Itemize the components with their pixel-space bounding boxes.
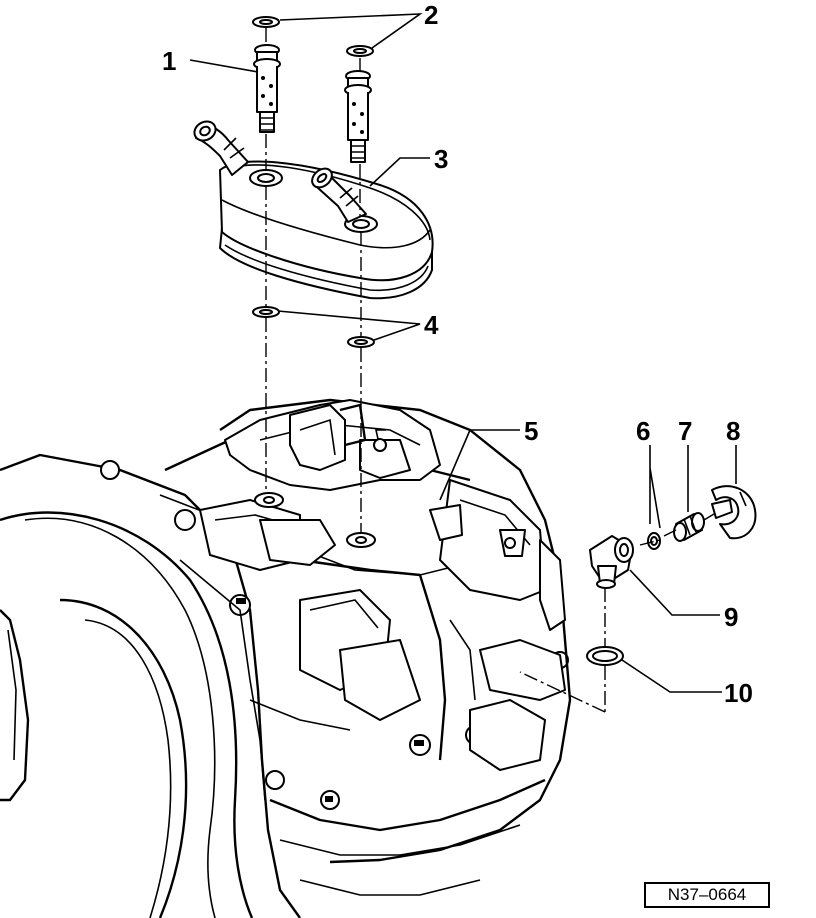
assembly-lines [265, 28, 715, 713]
atf-cooler [193, 120, 434, 300]
callout-7: 7 [678, 416, 692, 446]
transmission-housing [0, 398, 572, 918]
callout-10: 10 [724, 678, 753, 708]
seal-ring-6 [647, 532, 661, 550]
callout-3: 3 [434, 144, 448, 174]
hollow-bolt-right [344, 70, 372, 163]
callout-5: 5 [524, 416, 538, 446]
o-ring-upper-left [252, 16, 280, 28]
callout-6: 6 [636, 416, 650, 446]
callout-2: 2 [424, 0, 438, 30]
callout-9: 9 [724, 602, 738, 632]
o-ring-lower-right [347, 336, 375, 348]
union-fitting-7 [673, 512, 705, 542]
o-ring-lower-left [252, 306, 280, 318]
o-ring-10 [586, 646, 624, 666]
callout-4: 4 [424, 310, 439, 340]
o-ring-upper-right [346, 45, 374, 57]
clip-8 [711, 485, 757, 540]
hollow-bolt-left [253, 44, 281, 133]
callout-1: 1 [162, 46, 176, 76]
figure-reference-code: N37–0664 [644, 882, 770, 908]
leader-lines [189, 13, 737, 693]
callout-labels: 1 2 3 4 5 6 7 8 9 10 [162, 0, 753, 708]
callout-8: 8 [726, 416, 740, 446]
elbow-connector-9 [589, 535, 634, 589]
